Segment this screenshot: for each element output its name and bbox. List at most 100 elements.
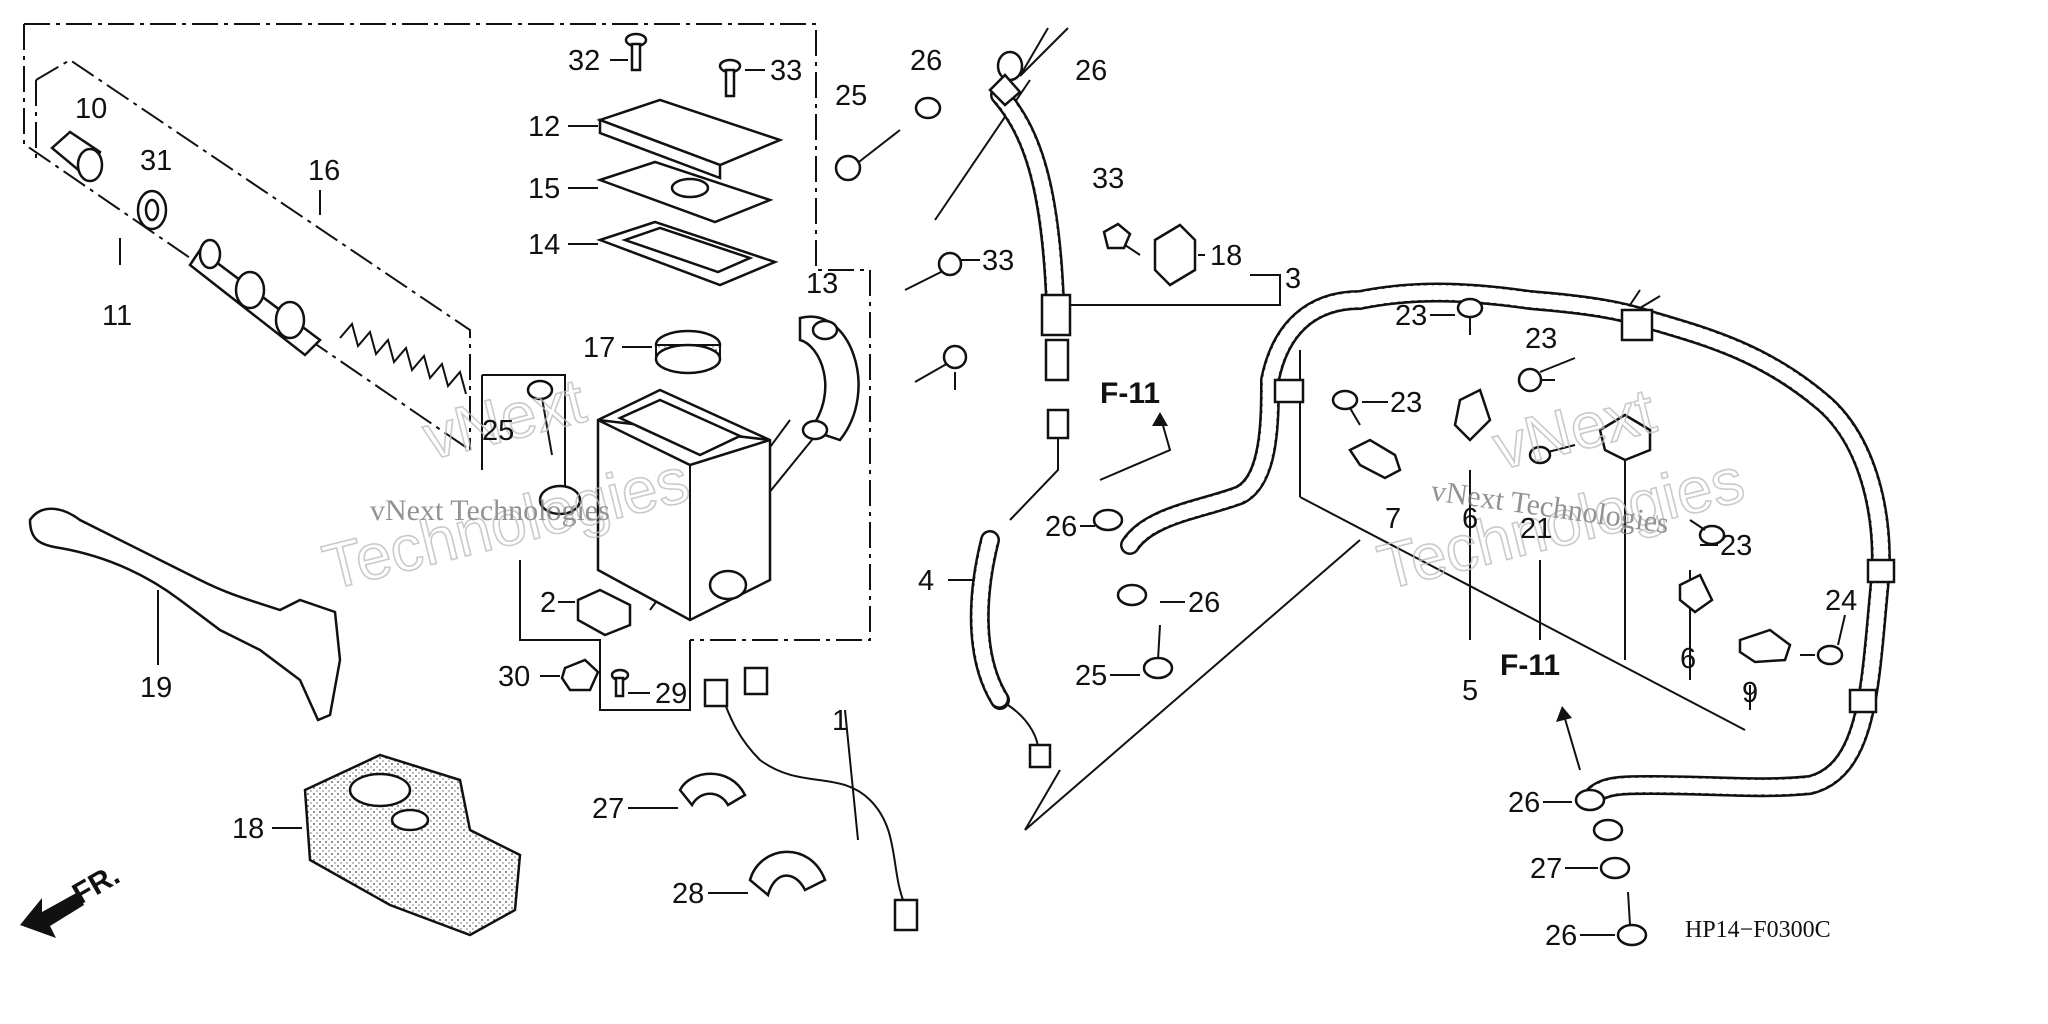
part-8-bracket [1598, 413, 1652, 462]
watermark-small-1: vNext Technologies [370, 494, 610, 527]
callout-27-b: 28 [672, 878, 704, 910]
part-17-float [654, 329, 722, 375]
part-26-washer-mid-a [1092, 508, 1124, 532]
part-5-brake-hose-assembly [1120, 282, 1896, 810]
part-29-screw-b [718, 58, 742, 98]
part-29-screw-a [624, 32, 648, 72]
callout-6-a: 6 [1462, 503, 1478, 535]
part-26-washer-low-a [1574, 788, 1606, 812]
callout-7: 7 [1385, 503, 1401, 535]
part-26-washer-mid-b [1116, 583, 1148, 607]
callout-1: 1 [832, 705, 848, 737]
part-27-band-b [748, 850, 827, 898]
section-ref-f11-left: F-11 [1100, 377, 1160, 410]
callout-12: 12 [528, 111, 560, 143]
part-33-bolt-a [904, 251, 963, 291]
callout-10: 10 [75, 93, 107, 125]
callout-9: 9 [1742, 677, 1758, 709]
part-14-inner [621, 226, 754, 274]
callout-26-c: 26 [1045, 511, 1077, 543]
callout-25-a: 25 [835, 80, 867, 112]
callout-14: 14 [528, 229, 560, 261]
section-ref-f11-right: F-11 [1500, 649, 1560, 682]
callout-21: 21 [1520, 513, 1552, 545]
callout-6-b: 6 [1680, 643, 1696, 675]
callout-18: 18 [1210, 240, 1242, 272]
callout-22: 23 [1525, 323, 1557, 355]
callout-24: 25 [482, 415, 514, 447]
callout-13: 13 [806, 268, 838, 300]
part-33-bolt-b [914, 344, 968, 383]
callout-33-a: 33 [982, 245, 1014, 277]
callout-17: 17 [583, 332, 615, 364]
part-20-brake-lever [28, 507, 342, 722]
part-16-piston [188, 238, 322, 357]
callout-3: 3 [1285, 263, 1301, 295]
part-4-brake-hose [969, 73, 1072, 769]
part-31-nut [560, 658, 600, 692]
part-1-switch-harness [703, 666, 919, 932]
callout-5: 5 [1462, 675, 1478, 707]
part-27-band-a [678, 772, 747, 808]
callout-28: 31 [140, 145, 172, 177]
callout-25-c: 26 [1545, 920, 1577, 952]
part-6-clip-b [1678, 573, 1714, 614]
callout-16: 16 [308, 155, 340, 187]
part-28-ring [136, 189, 168, 231]
front-arrow [20, 892, 84, 938]
part-21-bolt [1528, 444, 1576, 465]
callout-26-d: 26 [1188, 587, 1220, 619]
part-26-washer-low-c [1599, 856, 1631, 880]
callout-leaders [157, 59, 1846, 936]
callout-23-b: 23 [1390, 387, 1422, 419]
callout-29-a: 32 [568, 45, 600, 77]
part-32-bolt [1102, 222, 1141, 256]
part-26-washer-low-b [1592, 818, 1624, 842]
callout-27-a: 27 [592, 793, 624, 825]
part-2-stop-switch [576, 588, 632, 637]
callout-19: 18 [232, 813, 264, 845]
callout-26-a: 26 [910, 45, 942, 77]
part-23-bolt-a [1456, 297, 1484, 335]
part-26-washer-top-b [996, 50, 1024, 82]
callout-11: 11 [102, 300, 132, 332]
part-13-clamp [798, 315, 860, 442]
part-15-hole [670, 177, 710, 199]
part-22-bolt [1517, 357, 1576, 393]
callout-32: 33 [1092, 163, 1124, 195]
callout-23-d: 24 [1825, 585, 1857, 617]
part-24-screw [526, 379, 554, 456]
part-23-bolt-d [1800, 644, 1844, 666]
part-23-bolt-b [1331, 389, 1361, 426]
part-6-clip-a [1453, 388, 1492, 442]
part-16-spring [339, 321, 467, 395]
callout-29-b: 33 [770, 55, 802, 87]
callout-23-c: 23 [1720, 530, 1752, 562]
part-9-clamp [1738, 628, 1792, 664]
master-cylinder-body [538, 388, 772, 622]
callout-26-e: 26 [1508, 787, 1540, 819]
part-19-lever-cover [303, 753, 522, 937]
callout-26-f: 27 [1530, 853, 1562, 885]
callout-15: 15 [528, 173, 560, 205]
part-7-clamp [1348, 438, 1402, 480]
callout-20: 19 [140, 672, 172, 704]
callout-25-b: 25 [1075, 660, 1107, 692]
callout-31: 30 [498, 661, 530, 693]
callout-4: 4 [918, 565, 934, 597]
callout-labels: 10 31 16 11 32 33 12 15 14 17 13 33 25 2… [75, 45, 1857, 952]
part-18-hose-clamp [1153, 223, 1197, 287]
part-30-screw [610, 668, 630, 698]
part-25-banjo-bolt-top [834, 129, 901, 182]
part-26-washer-top-a [914, 96, 942, 120]
part-10-boot [50, 130, 104, 183]
callout-26-b: 26 [1075, 55, 1107, 87]
watermark: Technologies vNext vNext Technologies Te… [315, 363, 1752, 604]
part-25-banjo-bolt-mid [1142, 624, 1174, 680]
callout-23-a: 23 [1395, 300, 1427, 332]
part-12-cap-edge [598, 118, 722, 180]
part-25-banjo-bolt-low [1616, 891, 1648, 947]
callout-30: 29 [655, 678, 687, 710]
diagram-code: HP14−F0300C [1685, 917, 1831, 943]
